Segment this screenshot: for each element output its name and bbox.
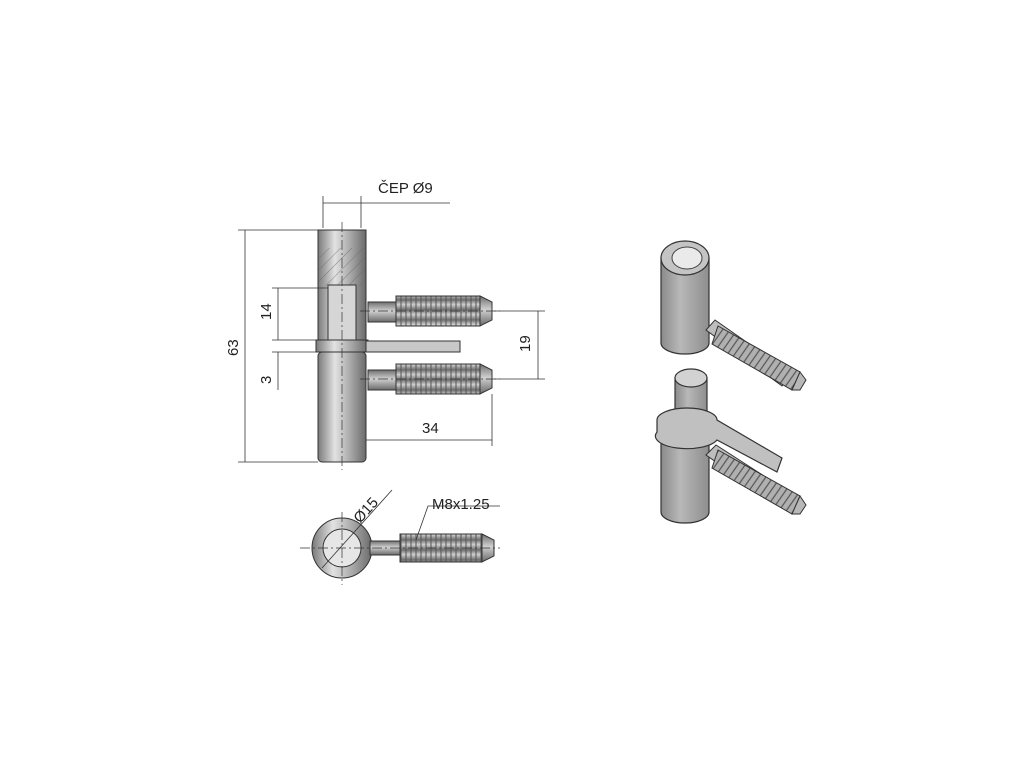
label-pin-diameter: ČEP Ø9 [378, 180, 433, 197]
label-height-3: 3 [258, 376, 275, 384]
iso-flag-plate [654, 407, 783, 473]
top-view: Ø15 M8x1.25 [300, 489, 500, 585]
front-view [315, 222, 500, 470]
flag-plate [365, 340, 461, 353]
label-thread: M8x1.25 [432, 496, 490, 513]
iso-upper-part [660, 240, 807, 391]
label-height-total: 63 [225, 339, 242, 356]
iso-upper-screw [711, 325, 801, 391]
iso-lower-part [654, 368, 807, 524]
label-height-14: 14 [258, 303, 275, 320]
label-length-34: 34 [422, 420, 439, 437]
dimensions-front: ČEP Ø9 63 14 3 19 34 [225, 180, 545, 463]
label-height-19: 19 [517, 335, 534, 352]
lower-screw-neck [367, 369, 397, 391]
upper-screw-neck [367, 301, 397, 323]
